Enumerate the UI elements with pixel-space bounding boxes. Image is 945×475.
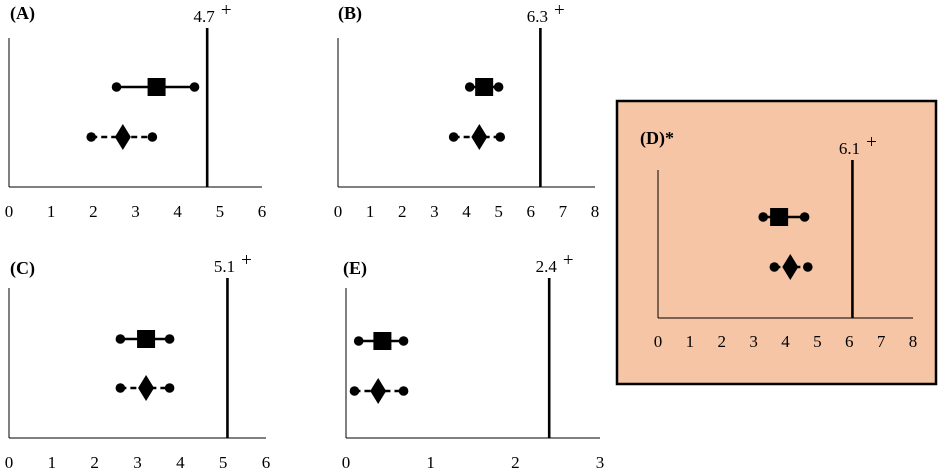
square-interval-low [464, 82, 475, 92]
x-tick-label: 2 [718, 332, 727, 351]
x-tick-label: 4 [781, 332, 790, 351]
diamond-interval-high [398, 386, 409, 396]
reference-mark: + [866, 132, 877, 153]
reference-mark: + [241, 250, 252, 271]
panel-label: (A) [10, 3, 35, 24]
x-tick-label: 5 [494, 202, 503, 221]
x-tick-label: 0 [342, 453, 351, 472]
x-tick-label: 0 [5, 202, 14, 221]
x-tick-label: 8 [591, 202, 600, 221]
square-point-marker [770, 208, 789, 226]
diamond-interval-low [448, 132, 459, 142]
square-interval-low [353, 336, 364, 346]
x-tick-label: 6 [527, 202, 536, 221]
x-tick-label: 3 [131, 202, 140, 221]
x-tick-label: 3 [749, 332, 758, 351]
square-point-marker [475, 78, 494, 96]
x-tick-label: 7 [877, 332, 886, 351]
x-tick-label: 3 [596, 453, 605, 472]
square-interval-high [799, 212, 810, 222]
x-tick-label: 1 [48, 453, 57, 472]
diamond-point-marker [370, 378, 387, 404]
square-interval-low [111, 82, 122, 92]
diamond-interval-low [86, 132, 97, 142]
reference-mark: + [554, 0, 565, 21]
x-tick-label: 1 [47, 202, 56, 221]
x-tick-label: 5 [813, 332, 822, 351]
reference-label: 6.1 [839, 139, 860, 158]
diamond-interval-high [164, 383, 175, 393]
reference-label: 6.3 [527, 7, 548, 26]
diamond-point-marker [138, 375, 155, 401]
x-tick-label: 0 [654, 332, 663, 351]
x-tick-label: 1 [686, 332, 695, 351]
highlight-box [615, 99, 938, 386]
square-interval-high [164, 334, 175, 344]
panel-a: (A) 0 1 2 3 4 5 6 4.7 + [5, 0, 267, 221]
diamond-interval-high [495, 132, 506, 142]
diamond-interval-high [147, 132, 158, 142]
x-tick-label: 6 [258, 202, 267, 221]
reference-mark: + [563, 250, 574, 271]
x-tick-label: 3 [430, 202, 439, 221]
reference-label: 5.1 [214, 257, 235, 276]
square-point-marker [137, 330, 156, 348]
reference-label: 2.4 [536, 257, 558, 276]
square-interval-low [115, 334, 126, 344]
diamond-point-marker [471, 124, 488, 150]
x-tick-label: 4 [173, 202, 182, 221]
x-tick-label: 4 [176, 453, 185, 472]
x-tick-label: 5 [216, 202, 225, 221]
x-tick-label: 1 [366, 202, 375, 221]
panel-label: (E) [343, 258, 367, 279]
square-interval-high [398, 336, 409, 346]
panel-label: (B) [338, 3, 362, 24]
reference-label: 4.7 [194, 7, 216, 26]
x-tick-label: 3 [133, 453, 142, 472]
diamond-point-marker [114, 124, 131, 150]
x-tick-label: 7 [559, 202, 568, 221]
diamond-interval-low [769, 262, 780, 272]
x-tick-label: 6 [845, 332, 854, 351]
square-interval-high [189, 82, 200, 92]
panel-label: (D)* [640, 128, 674, 149]
diamond-interval-high [803, 262, 813, 272]
x-tick-label: 2 [511, 453, 520, 472]
x-tick-label: 4 [462, 202, 471, 221]
panel-e: (E) 0 1 2 3 2.4 + [342, 250, 605, 472]
panel-c: (C) 0 1 2 3 4 5 6 5.1 + [5, 250, 271, 472]
diamond-interval-low [115, 383, 126, 393]
x-tick-label: 0 [5, 453, 14, 472]
square-point-marker [147, 78, 166, 96]
x-tick-label: 6 [262, 453, 271, 472]
x-tick-label: 1 [426, 453, 435, 472]
panel-label: (C) [10, 258, 35, 279]
x-tick-label: 5 [219, 453, 228, 472]
diamond-interval-low [349, 386, 360, 396]
square-point-marker [373, 332, 392, 350]
square-interval-high [493, 82, 504, 92]
x-tick-label: 2 [89, 202, 98, 221]
reference-mark: + [221, 0, 232, 21]
x-tick-label: 8 [909, 332, 918, 351]
x-tick-label: 2 [398, 202, 407, 221]
diamond-point-marker [782, 254, 799, 280]
panel-d: (D)* 0 1 2 3 4 5 6 7 8 6.1 + [615, 99, 938, 386]
panel-b: (B) 0 1 2 3 4 5 6 7 8 6.3 + [334, 0, 600, 221]
x-tick-label: 2 [90, 453, 99, 472]
x-tick-label: 0 [334, 202, 343, 221]
square-interval-low [758, 212, 768, 222]
